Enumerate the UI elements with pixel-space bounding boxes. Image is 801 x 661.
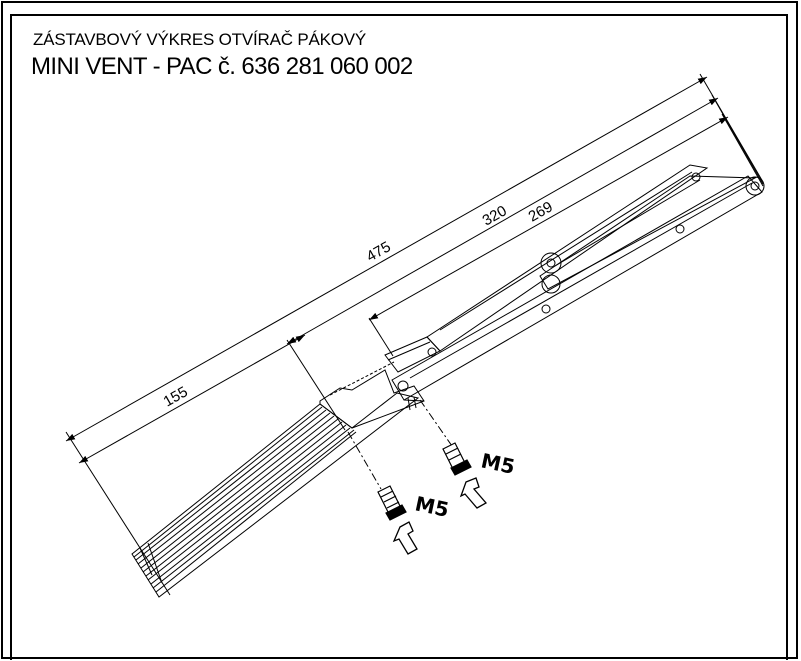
arrow-up-icon bbox=[459, 477, 488, 509]
dimension-line-475 bbox=[65, 76, 708, 442]
screw-centerlines bbox=[347, 399, 453, 490]
rivet bbox=[691, 172, 701, 182]
drawing-product-name: MINI VENT - PAC č. 636 281 060 002 bbox=[31, 53, 413, 80]
dimension-line-155 bbox=[78, 334, 306, 464]
end-joint bbox=[745, 176, 765, 196]
drawing-border-inner bbox=[10, 14, 788, 660]
dimension-label-155: 155 bbox=[161, 383, 191, 410]
screw-label-right: M5 bbox=[479, 448, 517, 479]
dimension-label-475: 475 bbox=[364, 238, 394, 265]
rivet bbox=[427, 347, 437, 357]
extension-line bbox=[699, 73, 764, 183]
dimension-lines bbox=[65, 73, 764, 596]
window-frame-profile bbox=[131, 392, 420, 598]
pivot-joint bbox=[541, 274, 561, 294]
screw-right bbox=[442, 442, 472, 476]
rivet bbox=[675, 224, 685, 234]
extension-line bbox=[368, 317, 394, 357]
dimension-label-269: 269 bbox=[526, 198, 556, 225]
dimension-label-320: 320 bbox=[480, 202, 510, 229]
screw-left bbox=[377, 485, 407, 521]
link-arm bbox=[539, 175, 757, 290]
main-arm bbox=[391, 175, 763, 401]
drawing-title: ZÁSTAVBOVÝ VÝKRES OTVÍRAČ PÁKOVÝ bbox=[33, 30, 367, 49]
screw-label-left: M5 bbox=[413, 491, 451, 522]
extension-line bbox=[721, 113, 764, 187]
extension-line bbox=[711, 94, 764, 185]
rivet bbox=[397, 380, 409, 392]
arrow-up-icon bbox=[392, 521, 418, 555]
dimension-line-269 bbox=[368, 116, 729, 321]
pivot-joint bbox=[540, 252, 562, 274]
lever-opener bbox=[319, 164, 765, 429]
rivet bbox=[541, 304, 551, 314]
extension-line bbox=[65, 431, 171, 596]
upper-arm bbox=[426, 164, 709, 352]
